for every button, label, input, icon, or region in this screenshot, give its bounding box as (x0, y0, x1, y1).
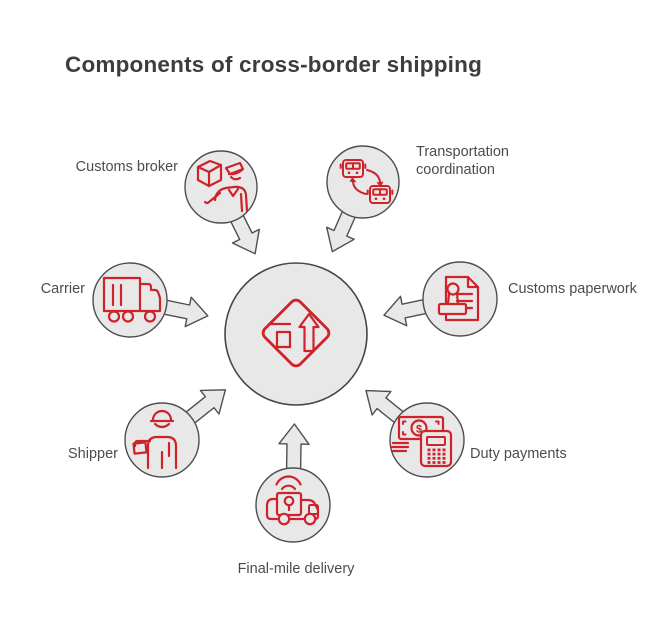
label-shipper: Shipper (68, 446, 118, 462)
banknote-and-calculator-icon: $ (389, 415, 453, 468)
label-carrier: Carrier (40, 281, 85, 297)
merge-road-sign-icon (261, 298, 331, 368)
node-carrier (92, 262, 168, 338)
tracked-delivery-van-icon (265, 475, 320, 526)
transportation-coordination-circle (326, 145, 400, 219)
customs-officer-with-package-icon (196, 159, 249, 213)
document-with-stamp-icon (437, 275, 480, 322)
dollar-sign-glyph: $ (416, 423, 422, 435)
customs-broker-circle (184, 150, 258, 224)
node-customs-paperwork (422, 261, 498, 337)
center-circle (224, 262, 368, 406)
label-duty-payments: Duty payments (470, 446, 567, 462)
calculator-keys (427, 448, 446, 464)
label-customs-paperwork: Customs paperwork (508, 281, 637, 297)
label-final-mile-delivery: Final-mile delivery (237, 561, 355, 577)
node-customs-broker (184, 150, 258, 224)
vehicle-exchange-icon (339, 159, 394, 204)
node-final-mile-delivery (255, 467, 331, 543)
node-shipper (124, 402, 200, 478)
person-holding-box-icon (132, 409, 178, 470)
label-transportation-coordination: Transportation coordination (416, 144, 509, 178)
label-customs-broker: Customs broker (75, 159, 178, 175)
node-duty-payments: $ (389, 402, 465, 478)
center-node (224, 262, 368, 406)
node-transportation-coordination (326, 145, 400, 219)
page-title: Components of cross-border shipping (65, 52, 483, 77)
shipper-circle (124, 402, 200, 478)
customs-paperwork-circle (422, 261, 498, 337)
cargo-truck-icon (102, 276, 162, 323)
